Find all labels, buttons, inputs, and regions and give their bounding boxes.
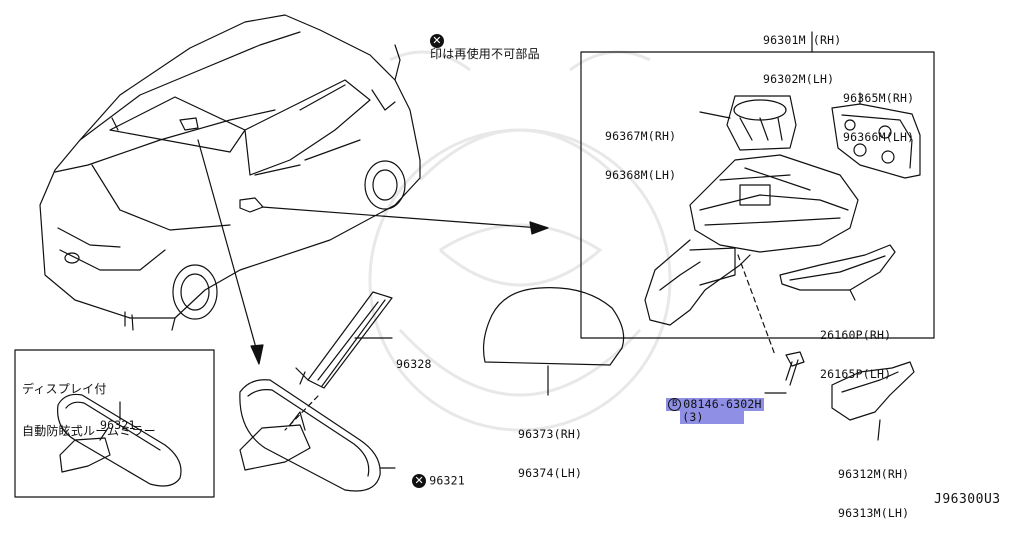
part-label-96301[interactable]: 96301M (RH) 96302M(LH) [763, 33, 842, 86]
car-illustration [39, 14, 421, 331]
part-label-96367[interactable]: 96367M(RH) 96368M(LH) [605, 129, 677, 182]
turn-signal-part [779, 244, 896, 301]
mirror-bracket-part [284, 291, 393, 431]
part-label-96312[interactable]: 96312M(RH) 96313M(LH) [838, 467, 910, 520]
mirror-base-part [831, 361, 915, 441]
outer-mirror-box [580, 51, 935, 339]
mirror-glass-part [831, 92, 921, 179]
part-label-96321-box[interactable]: 96321 [100, 418, 136, 432]
watermark-emblem [368, 50, 672, 432]
parts-diagram: ✕印は再使用不可部品 96301M (RH) 96302M(LH) 96365M… [14, 14, 1001, 520]
part-label-26160[interactable]: 26160P(RH) 26165P(LH) [820, 328, 892, 381]
mirror-cover-part [482, 287, 625, 396]
mirror-actuator-part [699, 95, 797, 151]
part-label-96328[interactable]: 96328 [396, 357, 432, 371]
not-reusable-icon: ✕ [412, 474, 427, 488]
part-label-96321[interactable]: ✕96321 [398, 461, 465, 488]
diagram-artwork [14, 14, 935, 498]
reuse-note: ✕印は再使用不可部品 [430, 34, 540, 61]
bolt-part [764, 351, 805, 394]
not-reusable-icon: ✕ [430, 34, 444, 48]
display-mirror-part [57, 393, 182, 487]
display-mirror-title: ディスプレイ付 自動防眩式ルームミラー [22, 382, 156, 438]
diagram-code: J96300U3 [934, 492, 1001, 507]
mirror-housing-part [644, 154, 859, 356]
bolt-symbol-icon: B [668, 398, 682, 411]
part-label-96365[interactable]: 96365M(RH) 96366M(LH) [843, 91, 915, 144]
room-mirror-part [239, 379, 396, 492]
display-mirror-box [14, 349, 215, 498]
part-label-96373[interactable]: 96373(RH) 96374(LH) [518, 427, 583, 480]
arrow-lines [197, 139, 549, 365]
